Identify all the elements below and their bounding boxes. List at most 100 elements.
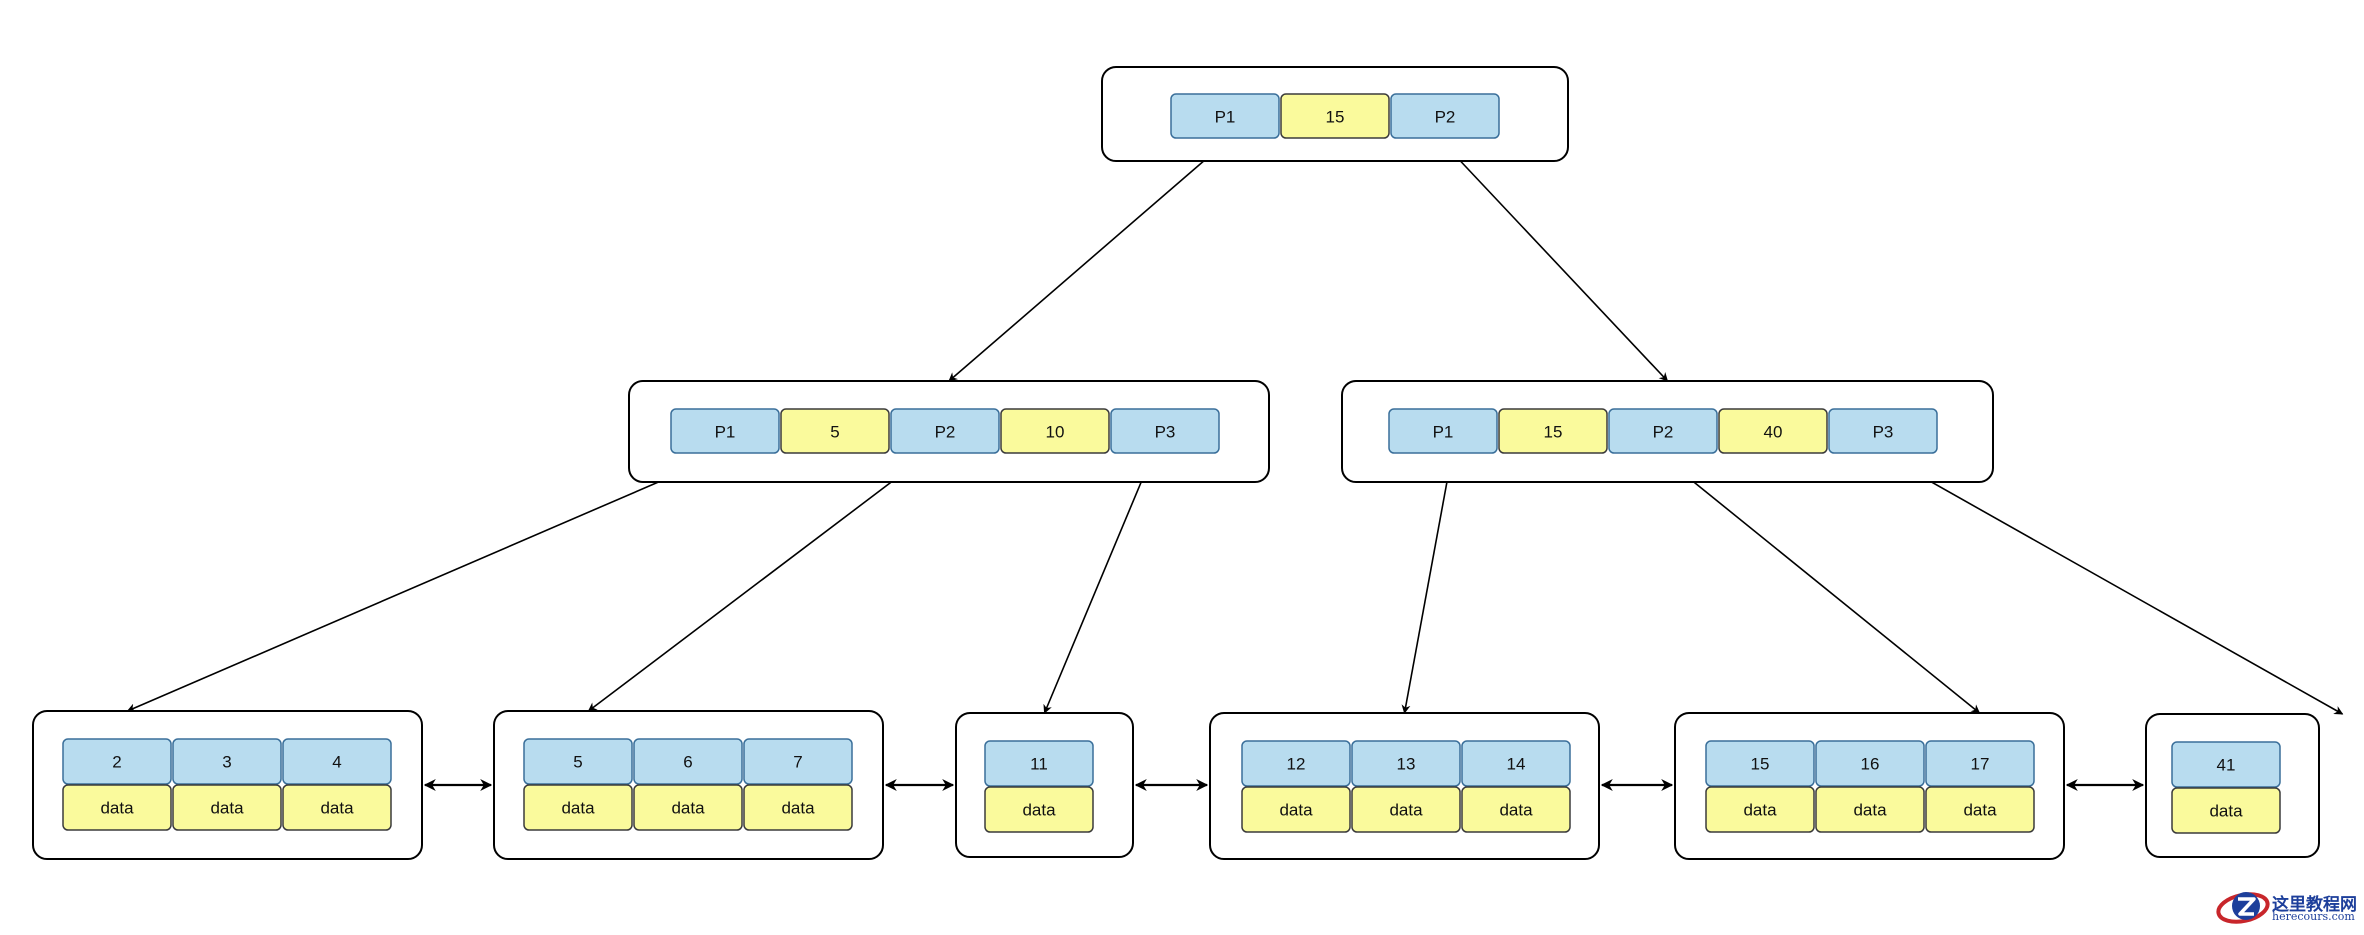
leaf-key-cell: 14 xyxy=(1461,740,1571,787)
leaf-key-cell: 6 xyxy=(633,738,743,785)
leaf-key-label: 15 xyxy=(1751,755,1770,774)
pointer-label: P2 xyxy=(935,423,956,442)
root-node: P1 15 P2 xyxy=(1101,66,1569,162)
leaf-data-label: data xyxy=(2209,802,2243,821)
pointer-cell-p2: P2 xyxy=(890,408,1000,454)
leaf-key-label: 5 xyxy=(573,753,582,772)
leaf-key-cell: 16 xyxy=(1815,740,1925,787)
leaf-node-2: 5 6 7 data data data xyxy=(493,710,884,860)
pointer-edge xyxy=(1401,448,1454,714)
leaf-key-label: 16 xyxy=(1861,755,1880,774)
leaf-data-cell: data xyxy=(172,784,282,831)
watermark-url: herecours.com xyxy=(2272,910,2355,923)
internal-node-2: P1 15 P2 40 P3 xyxy=(1341,380,1994,483)
pointer-cell-p1: P1 xyxy=(1170,93,1280,139)
leaf-key-cell: 15 xyxy=(1705,740,1815,787)
leaf-data-cell: data xyxy=(1241,786,1351,833)
leaf-key-cell: 17 xyxy=(1925,740,2035,787)
leaf-data-cell: data xyxy=(984,786,1094,833)
pointer-edge xyxy=(587,448,936,712)
leaf-key-label: 7 xyxy=(793,753,802,772)
leaf-key-cell: 41 xyxy=(2171,741,2281,788)
pointer-cell-p2: P2 xyxy=(1608,408,1718,454)
leaf-data-cell: data xyxy=(1925,786,2035,833)
key-label: 10 xyxy=(1046,423,1065,442)
pointer-label: P2 xyxy=(1435,108,1456,127)
leaf-key-label: 13 xyxy=(1397,755,1416,774)
pointer-cell-p1: P1 xyxy=(1388,408,1498,454)
pointer-label: P1 xyxy=(715,423,736,442)
leaf-key-cell: 11 xyxy=(984,740,1094,787)
leaf-key-label: 14 xyxy=(1507,755,1526,774)
leaf-data-cell: data xyxy=(1815,786,1925,833)
watermark: 这里教程网 herecours.com xyxy=(2216,884,2364,930)
leaf-key-label: 2 xyxy=(112,753,121,772)
leaf-data-label: data xyxy=(1963,801,1997,820)
leaf-key-cell: 13 xyxy=(1351,740,1461,787)
leaf-key-label: 3 xyxy=(222,753,231,772)
leaf-node-1: 2 3 4 data data data xyxy=(32,710,423,860)
leaf-data-label: data xyxy=(320,799,354,818)
leaf-data-label: data xyxy=(561,799,595,818)
pointer-cell-p1: P1 xyxy=(670,408,780,454)
pointer-edge xyxy=(1434,133,1669,382)
leaf-key-label: 11 xyxy=(1030,755,1048,774)
key-cell-5: 5 xyxy=(780,408,890,454)
leaf-data-cell: data xyxy=(743,784,853,831)
pointer-label: P1 xyxy=(1215,108,1236,127)
key-cell-15: 15 xyxy=(1498,408,1608,454)
key-cell-40: 40 xyxy=(1718,408,1828,454)
leaf-data-label: data xyxy=(1022,801,1056,820)
leaf-data-cell: data xyxy=(62,784,172,831)
leaf-key-label: 6 xyxy=(683,753,692,772)
pointer-edges xyxy=(126,133,2344,715)
leaf-data-label: data xyxy=(781,799,815,818)
leaf-node-5: 15 16 17 data data data xyxy=(1674,712,2065,860)
pointer-edge xyxy=(1872,448,2344,715)
pointer-label: P1 xyxy=(1433,423,1454,442)
leaf-key-cell: 5 xyxy=(523,738,633,785)
leaf-key-cell: 3 xyxy=(172,738,282,785)
leaf-node-3: 11 data xyxy=(955,712,1134,858)
leaf-key-label: 12 xyxy=(1287,755,1306,774)
pointer-edge xyxy=(1652,448,1981,714)
internal-node-1: P1 5 P2 10 P3 xyxy=(628,380,1270,483)
leaf-node-4: 12 13 14 data data data xyxy=(1209,712,1600,860)
watermark-title: 这里教程网 xyxy=(2272,895,2357,915)
leaf-key-label: 4 xyxy=(332,753,341,772)
leaf-data-label: data xyxy=(1743,801,1777,820)
key-label: 5 xyxy=(830,423,839,442)
key-label: 40 xyxy=(1764,423,1783,442)
leaf-data-cell: data xyxy=(1461,786,1571,833)
pointer-label: P3 xyxy=(1873,423,1894,442)
leaf-data-label: data xyxy=(1389,801,1423,820)
leaf-data-label: data xyxy=(1279,801,1313,820)
leaf-data-label: data xyxy=(210,799,244,818)
leaf-node-6: 41 data xyxy=(2145,713,2320,858)
pointer-label: P2 xyxy=(1653,423,1674,442)
leaf-data-cell: data xyxy=(633,784,743,831)
leaf-data-label: data xyxy=(1853,801,1887,820)
leaf-key-label: 17 xyxy=(1971,755,1990,774)
leaf-data-label: data xyxy=(100,799,134,818)
pointer-label: P3 xyxy=(1155,423,1176,442)
leaf-data-cell: data xyxy=(1351,786,1461,833)
leaf-data-cell: data xyxy=(523,784,633,831)
leaf-key-cell: 12 xyxy=(1241,740,1351,787)
pointer-edge xyxy=(1043,448,1156,714)
leaf-data-label: data xyxy=(671,799,705,818)
pointer-cell-p3: P3 xyxy=(1110,408,1220,454)
z-swoosh-logo-icon xyxy=(2216,892,2270,924)
key-label: 15 xyxy=(1326,108,1345,127)
leaf-data-cell: data xyxy=(282,784,392,831)
key-cell-10: 10 xyxy=(1000,408,1110,454)
key-cell-15: 15 xyxy=(1280,93,1390,139)
leaf-key-label: 41 xyxy=(2217,756,2236,775)
leaf-key-cell: 7 xyxy=(743,738,853,785)
key-label: 15 xyxy=(1544,423,1563,442)
pointer-edge xyxy=(948,133,1236,382)
leaf-data-label: data xyxy=(1499,801,1533,820)
leaf-key-cell: 4 xyxy=(282,738,392,785)
